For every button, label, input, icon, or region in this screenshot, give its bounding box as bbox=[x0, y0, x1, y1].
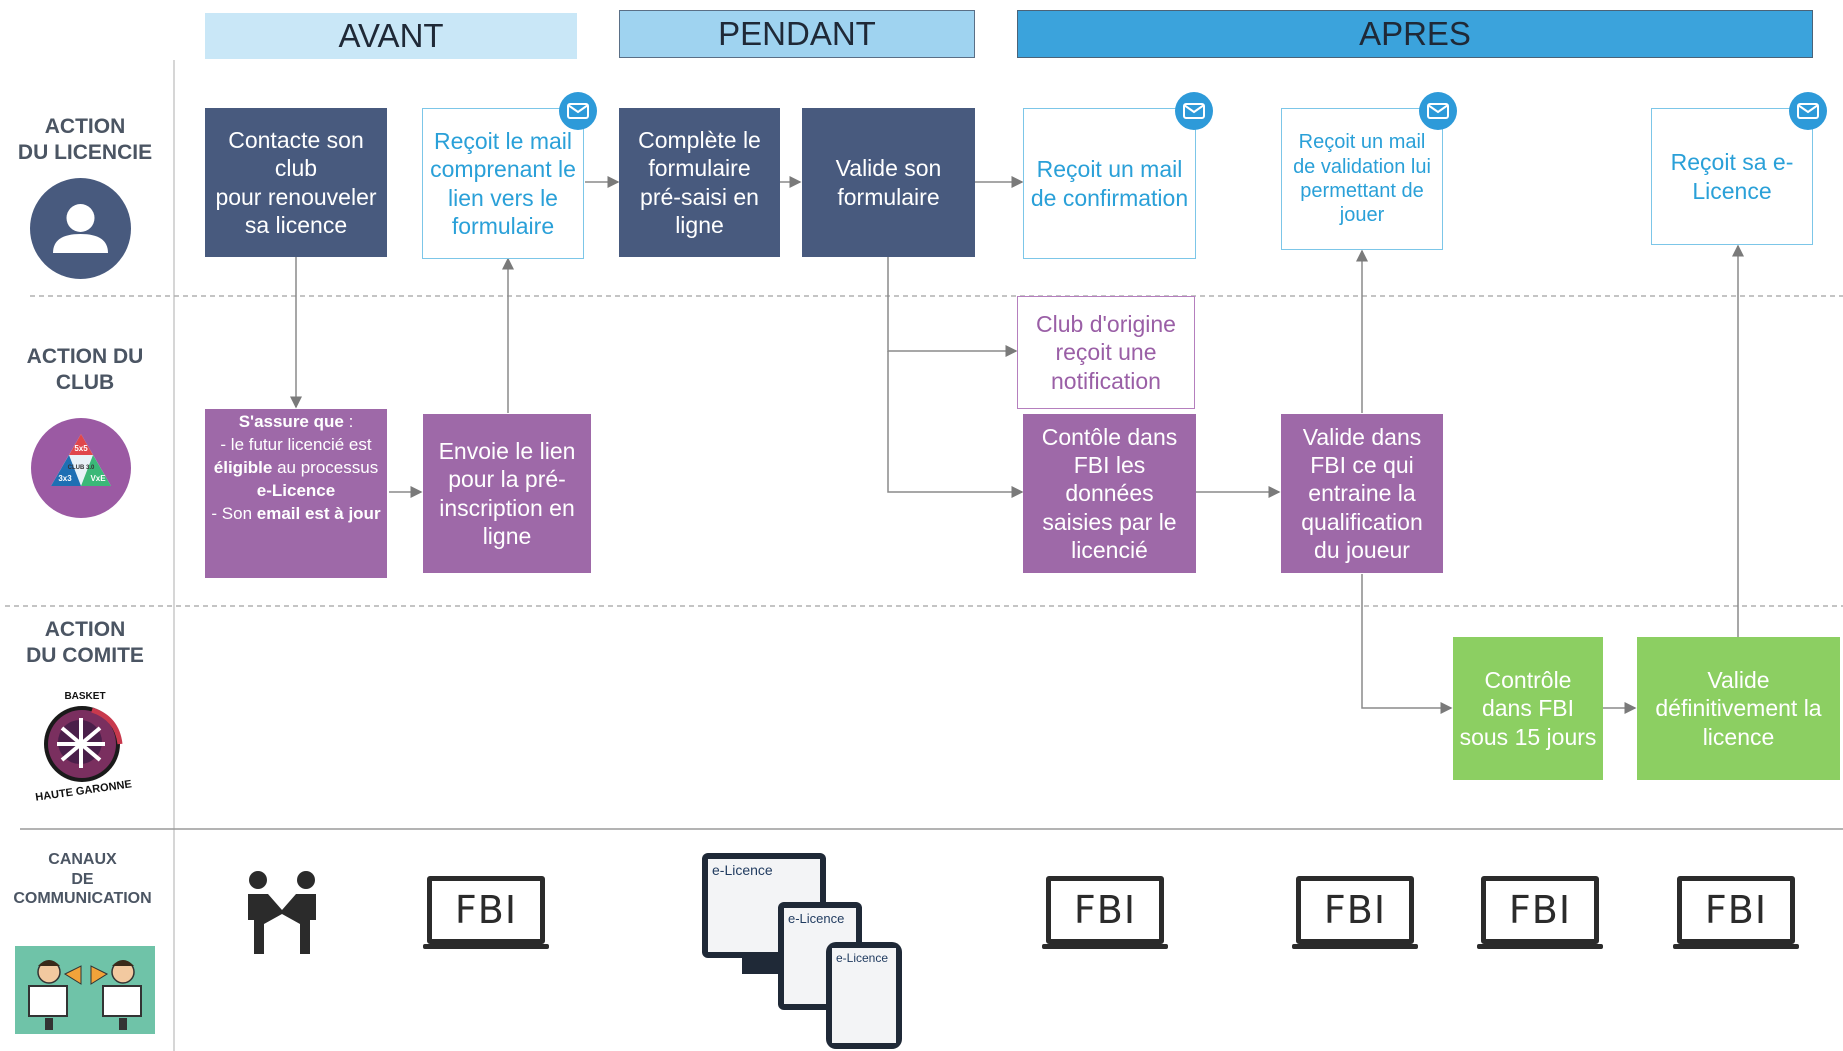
box-controle-club: Contôle dans FBI les données saisies par… bbox=[1023, 414, 1196, 573]
badge-vxe: VxE bbox=[90, 474, 106, 483]
assure-line2a: - Son bbox=[211, 503, 257, 523]
badge-5x5: 5x5 bbox=[74, 444, 88, 453]
fbi-label: FBI bbox=[1677, 876, 1795, 944]
box-assure-que: S'assure que : - le futur licencié est é… bbox=[205, 409, 387, 578]
box-valide-club: Valide dans FBI ce qui entraine la quali… bbox=[1281, 414, 1443, 573]
envelope-icon bbox=[559, 92, 597, 130]
box-recoit-lien: Reçoit le mail comprenant le lien vers l… bbox=[422, 108, 584, 259]
envelope-icon bbox=[1789, 92, 1827, 130]
box-valide-formulaire: Valide son formulaire bbox=[802, 108, 975, 257]
assure-line1a: - le futur licencié est bbox=[220, 434, 372, 454]
phase-avant: AVANT bbox=[205, 13, 577, 59]
fbi-label: FBI bbox=[427, 876, 545, 944]
row-label-canaux: CANAUX DE COMMUNICATION bbox=[13, 851, 152, 908]
user-icon bbox=[30, 178, 131, 279]
logo-basket-text: BASKET bbox=[64, 691, 105, 702]
box-complete-formulaire: Complète le formulaire pré-saisi en lign… bbox=[619, 108, 780, 257]
row-label-club: ACTION DU CLUB bbox=[26, 345, 144, 394]
fbi-label: FBI bbox=[1481, 876, 1599, 944]
laptop-icon: FBI bbox=[1292, 876, 1418, 949]
laptop-icon: FBI bbox=[423, 876, 549, 949]
box-club-origine: Club d'origine reçoit une notification bbox=[1017, 296, 1195, 409]
fbi-label: FBI bbox=[1046, 876, 1164, 944]
assure-title: S'assure que bbox=[238, 412, 344, 431]
elicence-label: e-Licence bbox=[788, 911, 845, 926]
laptop-icon: FBI bbox=[1477, 876, 1603, 949]
box-valide-comite: Valide définitivement la licence bbox=[1637, 637, 1840, 780]
envelope-icon bbox=[1175, 92, 1213, 130]
assure-line2b: email est à jour bbox=[256, 503, 381, 523]
badge-3x3: 3x3 bbox=[58, 474, 72, 483]
desktop-stand bbox=[742, 958, 786, 974]
comite-logo: BASKET HAUTE GARONNE bbox=[22, 688, 147, 804]
row-label-licencie: ACTION DU LICENCIE bbox=[17, 115, 153, 164]
phone-elicence: e-Licence bbox=[826, 942, 902, 1049]
club-logo: 5x5 CLUB 3.0 3x3 VxE bbox=[31, 418, 131, 518]
assure-colon: : bbox=[343, 412, 354, 431]
fbi-label: FBI bbox=[1296, 876, 1414, 944]
laptop-icon: FBI bbox=[1042, 876, 1168, 949]
envelope-icon bbox=[1419, 92, 1457, 130]
box-recoit-validation: Reçoit un mail de validation lui permett… bbox=[1281, 108, 1443, 250]
box-contacte-club: Contacte son club pour renouveler sa lic… bbox=[205, 108, 387, 257]
assure-line1c: au processus bbox=[272, 457, 379, 477]
box-controle-comite: Contrôle dans FBI sous 15 jours bbox=[1453, 637, 1603, 780]
box-recoit-confirmation: Reçoit un mail de confirmation bbox=[1023, 108, 1196, 259]
box-recoit-elicence: Reçoit sa e-Licence bbox=[1651, 108, 1813, 245]
assure-line1b: éligible bbox=[213, 457, 273, 477]
assure-line1d: e-Licence bbox=[256, 480, 336, 500]
handshake-icon bbox=[240, 868, 324, 956]
phase-pendant: PENDANT bbox=[619, 10, 975, 58]
elicence-label: e-Licence bbox=[836, 951, 889, 965]
row-label-comite: ACTION DU COMITE bbox=[26, 618, 144, 667]
phase-apres: APRES bbox=[1017, 10, 1813, 58]
badge-club: CLUB 3.0 bbox=[68, 465, 95, 471]
box-envoie-lien: Envoie le lien pour la pré-inscription e… bbox=[423, 414, 591, 573]
elicence-label: e-Licence bbox=[712, 862, 773, 878]
communication-illustration bbox=[15, 946, 155, 1034]
laptop-icon: FBI bbox=[1673, 876, 1799, 949]
